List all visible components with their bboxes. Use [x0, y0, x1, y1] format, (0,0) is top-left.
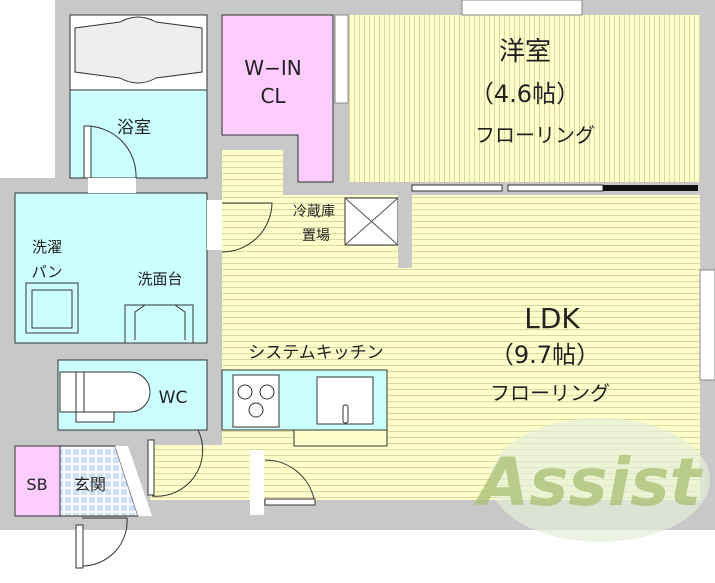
toilet-icon — [59, 371, 151, 413]
western-room-name: 洋室 — [499, 37, 551, 67]
bathroom — [69, 89, 208, 179]
washroom-door[interactable] — [221, 202, 273, 253]
ldk-name: LDK — [524, 302, 580, 335]
laundry-pan — [25, 282, 79, 334]
wic-label-2: CL — [260, 84, 286, 108]
bathroom-door[interactable] — [85, 125, 137, 179]
front-door[interactable] — [81, 517, 128, 567]
toilet-door[interactable] — [151, 429, 204, 497]
bathtub-basin — [74, 16, 203, 84]
watermark-logo — [490, 418, 710, 542]
stove-icon — [232, 374, 280, 428]
bathroom-label: 浴室 — [117, 118, 151, 138]
ldk-door[interactable] — [264, 459, 316, 506]
wic-label-1: W−IN — [244, 56, 301, 80]
western-room — [349, 15, 700, 182]
fridge-label-1: 冷蔵庫 — [293, 203, 335, 220]
walk-in-closet — [221, 14, 334, 183]
ldk-size: （9.7帖） — [490, 341, 600, 369]
shoe-box-label: SB — [26, 475, 47, 494]
fridge-label-2: 置場 — [302, 228, 330, 244]
laundry-pan-label-2: パン — [32, 263, 63, 281]
window — [699, 269, 715, 381]
western-room-size: （4.6帖） — [470, 80, 580, 108]
laundry-pan-label-1: 洗濯 — [32, 238, 62, 256]
entrance-label: 玄関 — [74, 475, 106, 494]
washstand-label: 洗面台 — [137, 270, 182, 288]
sliding-door[interactable] — [411, 184, 503, 192]
western-room-floor: フローリング — [475, 123, 595, 147]
window — [461, 0, 583, 16]
watermark-text: Assist — [473, 444, 704, 521]
kitchen-label: システムキッチン — [248, 343, 384, 363]
sliding-door[interactable] — [507, 184, 604, 192]
ldk-floor: フローリング — [490, 381, 610, 405]
toilet-label: WC — [159, 388, 188, 408]
